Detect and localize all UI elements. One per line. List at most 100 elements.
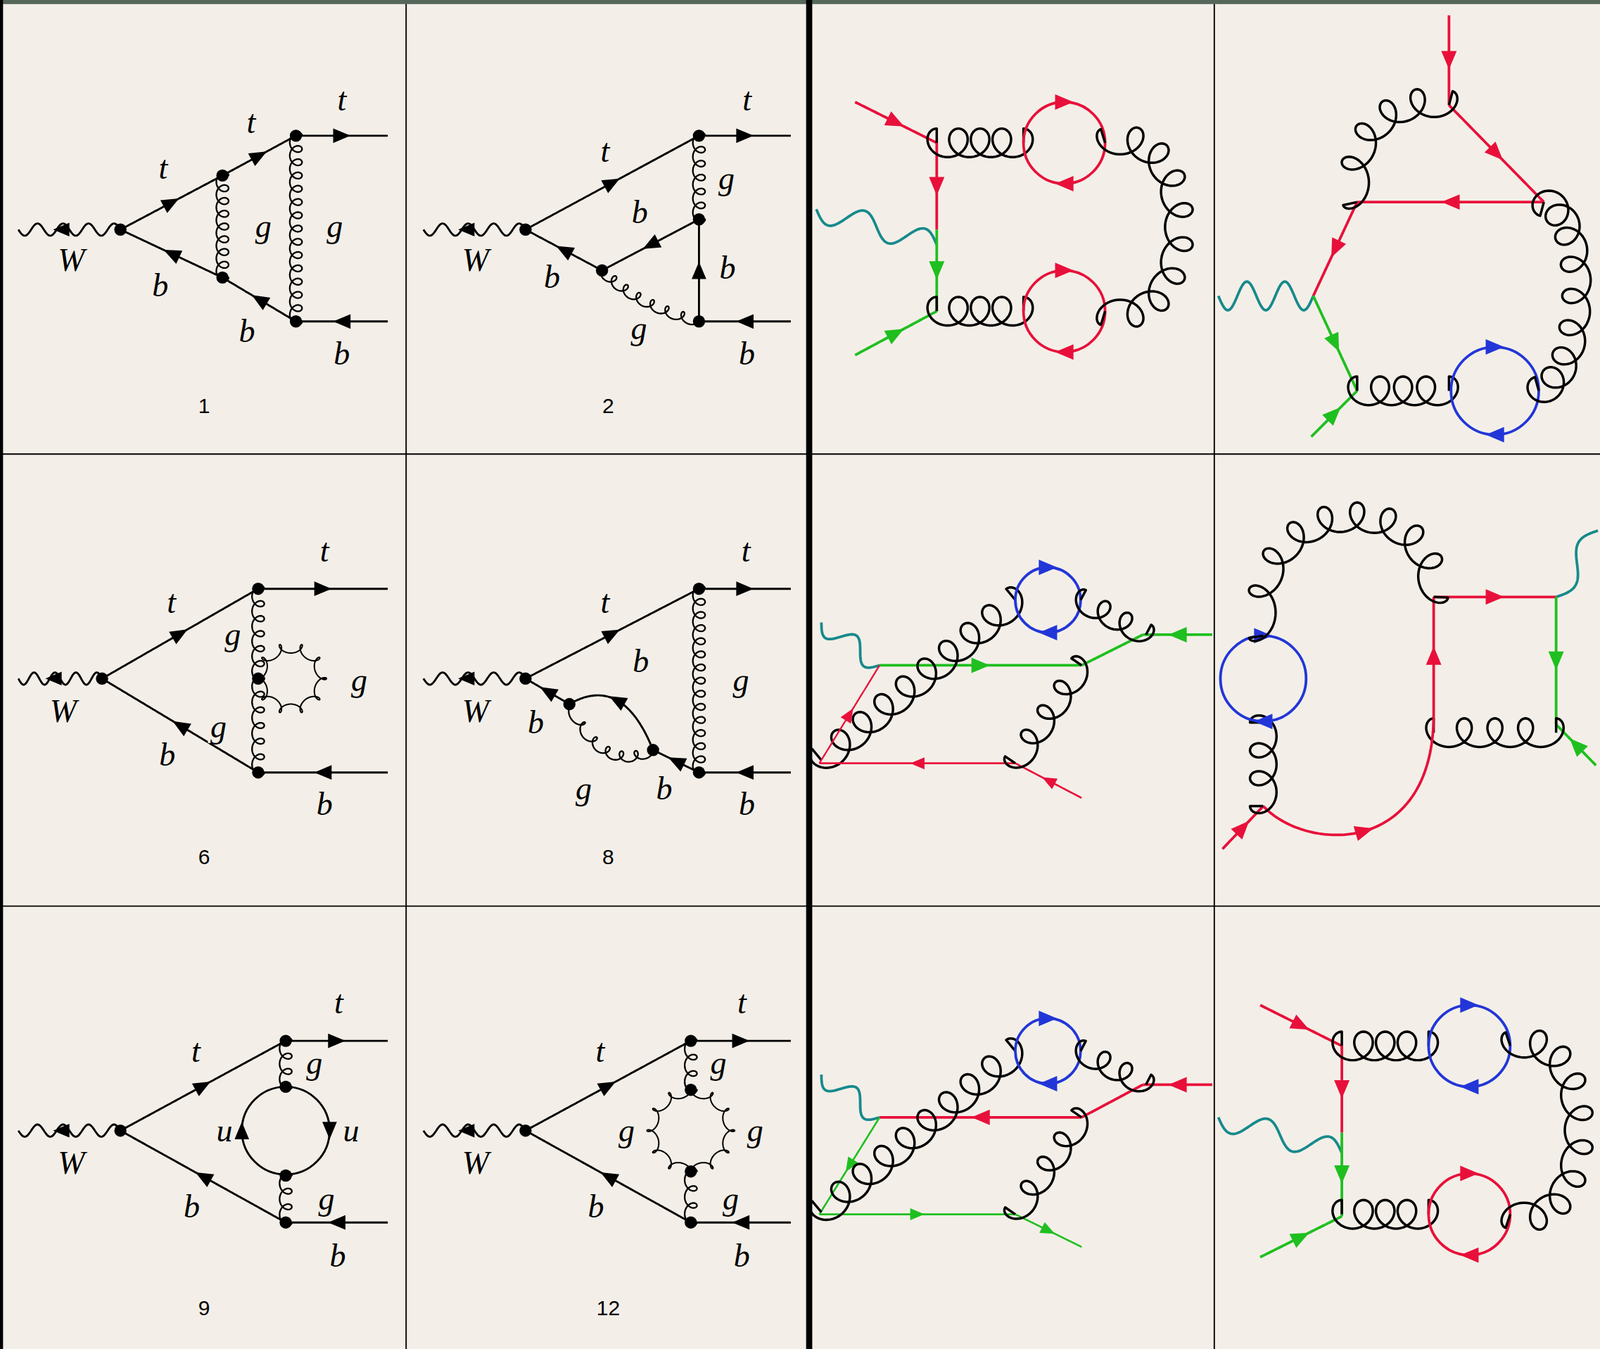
particle-label: g: [222, 618, 243, 651]
arrow-head: [1038, 559, 1057, 575]
particle-label: t: [164, 586, 179, 619]
arrow-head: [600, 629, 620, 645]
fermion-line: [525, 229, 603, 271]
vertex-dot: [113, 1124, 126, 1137]
particle-label: b: [237, 315, 258, 348]
particle-label: g: [720, 1182, 741, 1216]
arrow-head: [1055, 262, 1074, 278]
fermion-loop: [242, 1086, 330, 1175]
arrow-head: [971, 657, 990, 673]
top-bar: [0, 0, 1600, 5]
gluon-line: [927, 296, 1033, 326]
arrow-head: [458, 1123, 475, 1138]
photon-line: [821, 622, 880, 668]
particle-label: t: [598, 586, 613, 619]
arrow-head: [1334, 1165, 1350, 1184]
particle-label: b: [327, 1239, 349, 1273]
particle-label: t: [189, 1035, 203, 1068]
arrow-head: [1426, 646, 1442, 665]
diagram-strokes: [18, 15, 1598, 1263]
particle-label: b: [149, 269, 171, 302]
gluon-line: [1248, 502, 1449, 641]
gluon-line: [1348, 376, 1458, 406]
particle-label: t: [318, 534, 332, 568]
vertex-dot: [251, 582, 264, 595]
gluon-line: [1501, 1030, 1593, 1230]
diagram-number: 9: [196, 1297, 213, 1319]
vertex-dot: [693, 766, 706, 779]
fermion-line: [525, 678, 570, 704]
arrow-head: [163, 249, 183, 264]
fermion-loop: [1450, 346, 1539, 435]
gluon-line: [1527, 190, 1591, 402]
gluon-line: [216, 172, 228, 281]
grid-line: [0, 905, 1600, 907]
vertex-dot: [684, 1215, 697, 1228]
particle-label: t: [593, 1035, 607, 1068]
arrow-head: [597, 1081, 617, 1097]
fermion-line: [1015, 763, 1082, 798]
arrow-head: [732, 1033, 751, 1049]
particle-label: b: [525, 706, 546, 739]
arrow-head: [1055, 344, 1074, 360]
gluon-line: [568, 701, 654, 762]
divider-bar: [806, 0, 813, 1349]
fermion-line: [1312, 296, 1357, 392]
photon-line: [1218, 281, 1314, 311]
fermion-line: [120, 1130, 286, 1223]
vertex-dot: [519, 672, 532, 685]
arrow-head: [1168, 626, 1187, 643]
arrow-head: [333, 128, 352, 144]
vertex-dot: [595, 264, 608, 277]
arrow-head: [1569, 738, 1589, 757]
vertex-dot: [279, 1215, 292, 1228]
gluon-line: [1096, 127, 1193, 327]
grid-line: [0, 453, 1600, 455]
gluon-line: [693, 132, 706, 224]
arrow-head: [1322, 407, 1341, 426]
gluon-line: [1075, 589, 1154, 641]
fermion-line: [525, 1130, 691, 1223]
arrow-head: [1459, 1165, 1479, 1182]
gluon-line: [289, 132, 302, 325]
particle-label: g: [208, 710, 229, 744]
gluon-line: [255, 644, 328, 713]
fermion-line: [854, 310, 937, 355]
particle-label: g: [348, 664, 370, 697]
fermion-line: [1311, 390, 1358, 437]
particle-label: g: [324, 210, 345, 243]
gluon-line: [646, 1086, 735, 1175]
fermion-loop: [1428, 1173, 1510, 1256]
arrow-head: [1331, 237, 1346, 257]
particle-label: b: [654, 772, 675, 805]
gluon-line: [1075, 1040, 1154, 1092]
fermion-loop: [1015, 567, 1081, 633]
fermion-line: [222, 277, 296, 321]
diagram-number: 6: [196, 846, 213, 868]
fermion-line: [1262, 714, 1434, 835]
particle-label: W: [460, 244, 492, 277]
gluon-line: [1004, 656, 1088, 768]
vertex-dot: [289, 129, 302, 142]
vertex-dot: [251, 672, 264, 685]
arrow-head: [1484, 141, 1503, 160]
particle-label: g: [628, 312, 649, 345]
arrow-head: [600, 1172, 620, 1187]
arrow-head: [192, 1081, 212, 1097]
fermion-loop: [1023, 102, 1106, 184]
arrow-head: [668, 757, 688, 772]
arrow-head: [735, 128, 754, 144]
gluon-line: [1341, 89, 1458, 209]
arrow-head: [195, 1172, 215, 1187]
vertex-dot: [693, 213, 706, 226]
arrow-head: [1038, 1075, 1057, 1092]
photon-line: [1556, 530, 1598, 597]
vertex-dot: [95, 672, 108, 685]
arrow-head: [52, 223, 69, 237]
arrow-head: [251, 294, 271, 311]
photon-line: [423, 672, 526, 685]
fermion-loop: [1428, 1004, 1510, 1087]
gluon-line: [600, 265, 701, 325]
arrow-head: [600, 178, 620, 194]
